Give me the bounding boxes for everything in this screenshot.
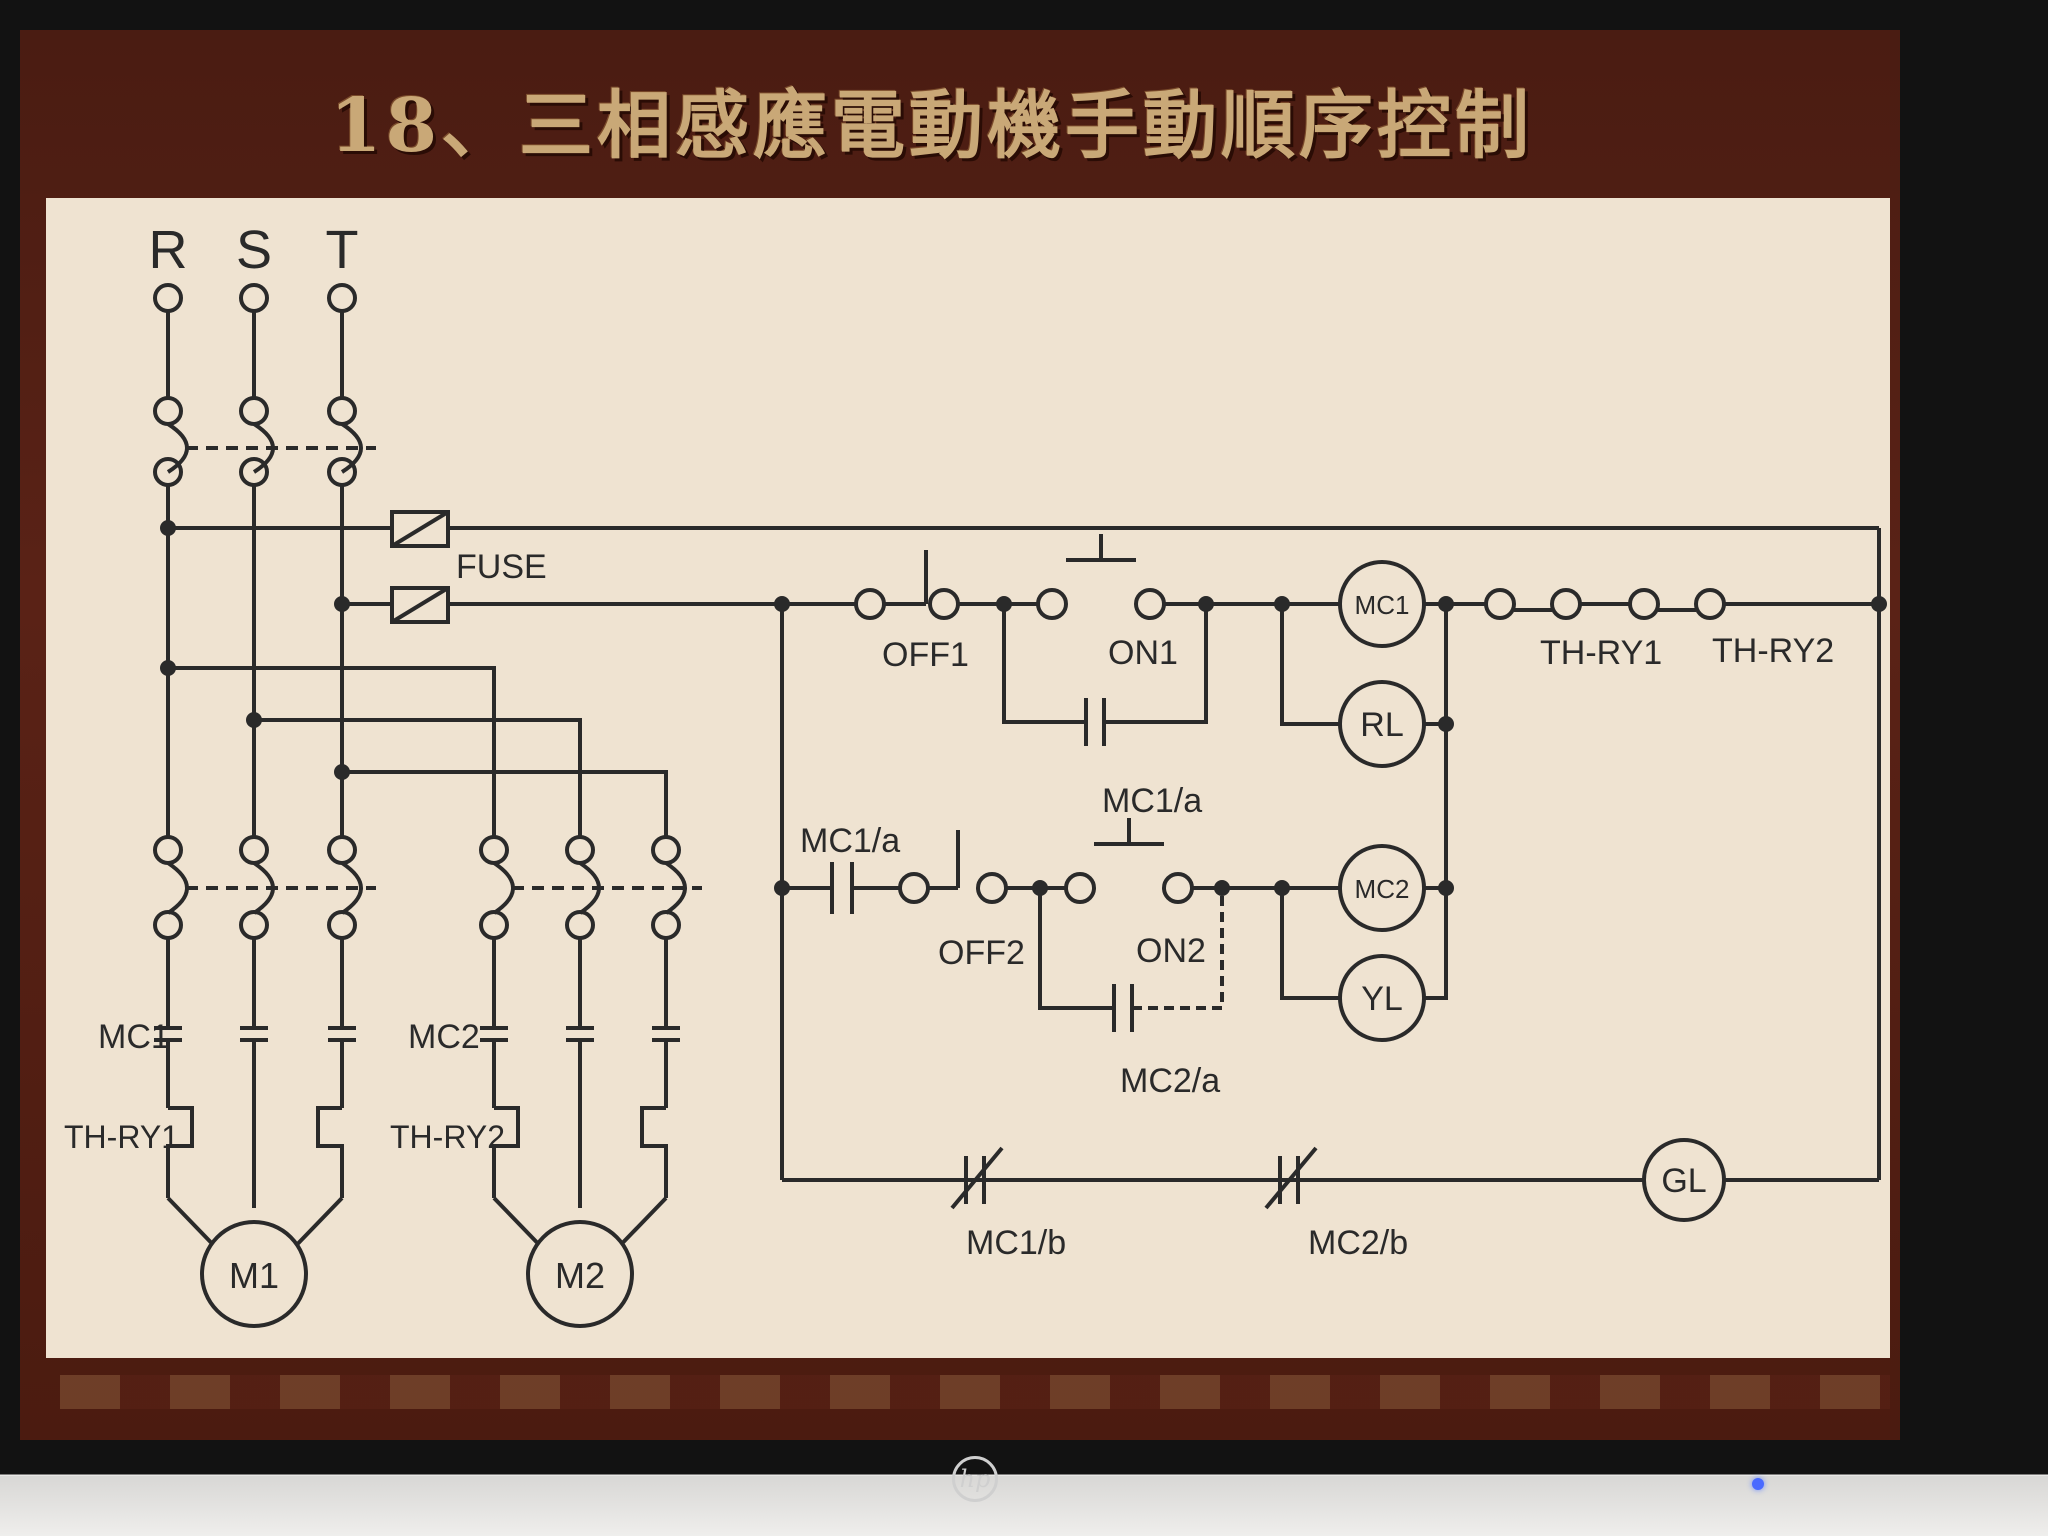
- th-ry1-label: TH-RY1: [1540, 634, 1662, 672]
- circuit-diagram-panel: R S T: [46, 198, 1890, 1358]
- overload-th-ry1-label: TH-RY1: [64, 1119, 179, 1155]
- desk-background: [0, 1476, 2048, 1536]
- motor1-contactor-poles: [153, 835, 376, 1260]
- slide-bottom-band: [60, 1375, 1890, 1409]
- main-breaker: [153, 283, 376, 528]
- motor-m1: [200, 1220, 308, 1328]
- motor-m2: [526, 1220, 634, 1328]
- overload-th-ry2-label: TH-RY2: [390, 1119, 505, 1155]
- off2-label: OFF2: [938, 934, 1025, 972]
- power-led-icon: [1752, 1478, 1764, 1490]
- lamp-rl-label: RL: [1360, 706, 1403, 744]
- phase-label-s: S: [236, 220, 272, 280]
- th-ry2-label: TH-RY2: [1712, 632, 1834, 670]
- control-circuit: [780, 528, 1881, 1222]
- lamp-gl-label: GL: [1661, 1162, 1706, 1200]
- mc1-a-hold-label: MC1/a: [1102, 782, 1202, 820]
- motor2-contactor-poles: [479, 835, 702, 1260]
- mc1-a-interlock-label: MC1/a: [800, 822, 900, 860]
- phase-label-t: T: [326, 220, 359, 280]
- mc2-b-label: MC2/b: [1308, 1224, 1408, 1262]
- contactor-mc1-label: MC1: [98, 1018, 170, 1056]
- slide-title: 18、三相感應電動機手動順序控制: [330, 83, 1533, 169]
- hp-logo-icon: hp: [952, 1456, 998, 1502]
- off1-label: OFF1: [882, 636, 969, 674]
- contactor-mc2-label: MC2: [408, 1018, 480, 1056]
- coil-mc2-label: MC2: [1355, 874, 1410, 904]
- coil-mc1-label: MC1: [1355, 590, 1410, 620]
- lamp-yl-label: YL: [1361, 980, 1403, 1018]
- mc2-a-hold-label: MC2/a: [1120, 1062, 1220, 1100]
- phase-label-r: R: [149, 220, 188, 280]
- presentation-slide: 18、三相感應電動機手動順序控制 R S T: [20, 30, 1900, 1440]
- motor-m1-label: M1: [229, 1255, 279, 1296]
- on1-label: ON1: [1108, 634, 1178, 672]
- mc1-b-label: MC1/b: [966, 1224, 1066, 1262]
- circuit-diagram: R S T: [64, 220, 1887, 1328]
- control-fuses: [168, 510, 1879, 624]
- on2-label: ON2: [1136, 932, 1206, 970]
- fuse-label: FUSE: [456, 548, 547, 586]
- motor-m2-label: M2: [555, 1255, 605, 1296]
